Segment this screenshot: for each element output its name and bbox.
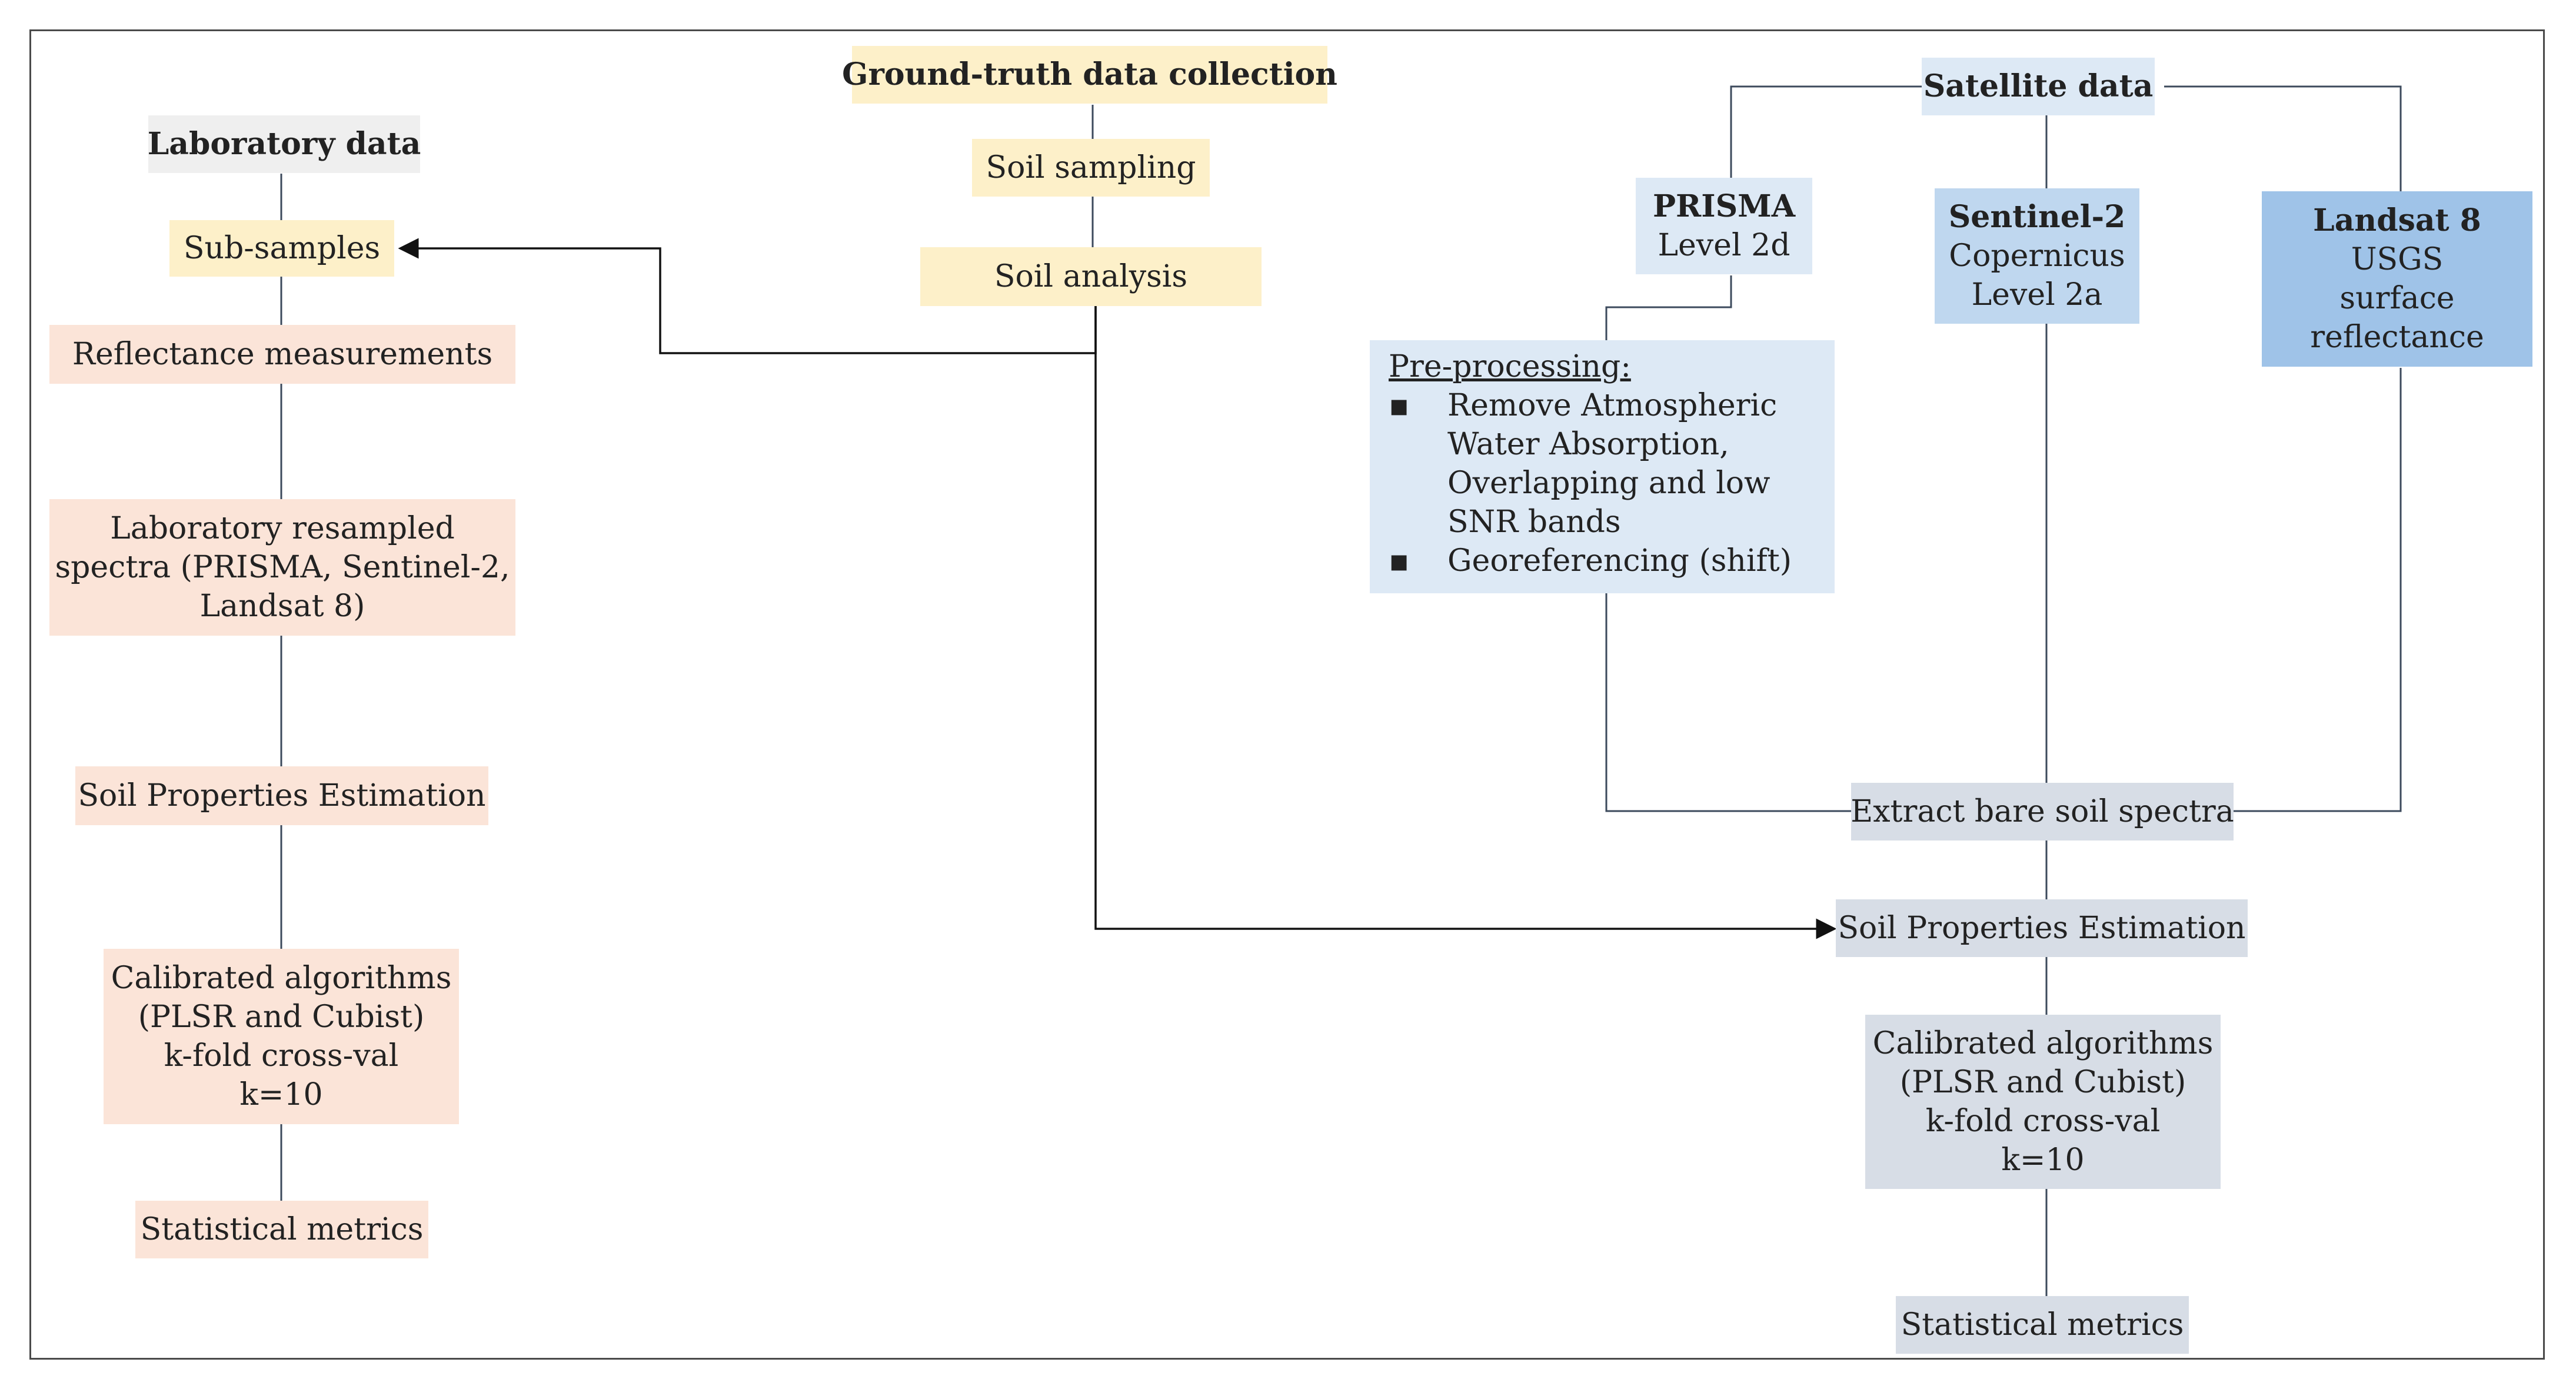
soil-sampling-label: Soil sampling	[986, 150, 1196, 185]
bullet-icon: ▪	[1389, 543, 1410, 579]
satellite-to-prisma-line	[1730, 85, 1929, 178]
landsat-line-1: USGS	[2351, 242, 2444, 277]
sub-samples-box: Sub-samples	[169, 220, 394, 277]
preprocessing-heading: Pre-processing:	[1389, 349, 1631, 384]
resampled-line-3: Landsat 8)	[199, 589, 365, 624]
laboratory-data-label: Laboratory data	[147, 126, 421, 162]
sentinel-name: Sentinel-2	[1948, 199, 2126, 235]
item-1-line-2: Water Absorption,	[1447, 427, 1729, 462]
laboratory-resampled-box: Laboratory resampled spectra (PRISMA, Se…	[49, 499, 515, 636]
sat-soil-properties-estimation-box: Soil Properties Estimation	[1836, 899, 2248, 957]
lab-metrics-label: Statistical metrics	[140, 1212, 424, 1247]
landsat-line-3: reflectance	[2310, 320, 2484, 355]
sat-calibrated-line-1: Calibrated algorithms	[1872, 1026, 2214, 1061]
satellite-to-landsat-line	[2164, 85, 2402, 191]
item-1-line-3: Overlapping and low	[1447, 466, 1770, 501]
lab-calibrated-line-3: k-fold cross-val	[164, 1038, 399, 1074]
ground-truth-label: Ground-truth data collection	[842, 57, 1337, 92]
satellite-data-label: Satellite data	[1923, 68, 2154, 104]
extract-label: Extract bare soil spectra	[1851, 794, 2234, 829]
prisma-box: PRISMA Level 2d	[1636, 178, 1812, 274]
bullet-icon: ▪	[1389, 388, 1410, 423]
resampled-line-1: Laboratory resampled	[110, 511, 455, 546]
preprocessing-box: Pre-processing: ▪ Remove Atmospheric Wat…	[1370, 340, 1835, 593]
diagram-frame	[29, 29, 2545, 1360]
lab-calibrated-line-4: k=10	[239, 1077, 323, 1112]
lab-statistical-metrics-box: Statistical metrics	[135, 1201, 428, 1258]
sat-calibrated-algorithms-box: Calibrated algorithms (PLSR and Cubist) …	[1865, 1015, 2221, 1189]
lab-estimation-label: Soil Properties Estimation	[78, 778, 486, 813]
landsat-name: Landsat 8	[2313, 202, 2481, 238]
reflectance-measurements-label: Reflectance measurements	[72, 337, 493, 372]
soil-analysis-box: Soil analysis	[920, 247, 1262, 306]
lab-soil-properties-estimation-box: Soil Properties Estimation	[75, 766, 488, 825]
sat-calibrated-line-3: k-fold cross-val	[1925, 1104, 2161, 1139]
landsat-line-2: surface	[2339, 281, 2455, 316]
sat-estimation-label: Soil Properties Estimation	[1838, 911, 2246, 946]
lab-calibrated-line-2: (PLSR and Cubist)	[138, 999, 425, 1035]
item-2-line-1: Georeferencing (shift)	[1447, 543, 1792, 579]
soil-analysis-label: Soil analysis	[994, 259, 1188, 294]
analysis-to-estimation-arrow	[1094, 306, 1837, 939]
extract-bare-soil-spectra-box: Extract bare soil spectra	[1851, 783, 2234, 841]
sat-calibrated-line-4: k=10	[2001, 1142, 2085, 1178]
resampled-line-2: spectra (PRISMA, Sentinel-2,	[55, 550, 510, 585]
preprocessing-item-1: ▪ Remove Atmospheric Water Absorption, O…	[1389, 386, 1835, 541]
soil-sampling-box: Soil sampling	[972, 139, 1210, 197]
sentinel-line-2: Level 2a	[1971, 277, 2103, 313]
prisma-to-preprocessing-line	[1605, 275, 1732, 340]
preprocessing-to-extract-line	[1605, 593, 1851, 812]
sat-calibrated-line-2: (PLSR and Cubist)	[1899, 1065, 2186, 1100]
reflectance-measurements-box: Reflectance measurements	[49, 325, 515, 384]
lab-calibrated-algorithms-box: Calibrated algorithms (PLSR and Cubist) …	[104, 949, 459, 1124]
lab-calibrated-line-1: Calibrated algorithms	[111, 961, 452, 996]
prisma-name: PRISMA	[1652, 188, 1796, 224]
sentinel-line-1: Copernicus	[1949, 238, 2125, 274]
laboratory-data-box: Laboratory data	[147, 115, 421, 173]
sat-statistical-metrics-box: Statistical metrics	[1896, 1296, 2189, 1354]
item-1-line-1: Remove Atmospheric	[1447, 388, 1778, 423]
sentinel-2-box: Sentinel-2 Copernicus Level 2a	[1935, 188, 2139, 324]
ground-truth-box: Ground-truth data collection	[842, 46, 1337, 104]
prisma-level: Level 2d	[1658, 228, 1790, 263]
satellite-data-box: Satellite data	[1922, 58, 2155, 115]
sat-metrics-label: Statistical metrics	[1901, 1307, 2184, 1343]
preprocessing-item-2: ▪ Georeferencing (shift)	[1389, 541, 1835, 580]
sub-samples-label: Sub-samples	[183, 231, 381, 266]
landsat-8-box: Landsat 8 USGS surface reflectance	[2262, 191, 2532, 367]
landsat-to-extract-line	[2234, 368, 2402, 812]
item-1-line-4: SNR bands	[1447, 504, 1621, 540]
